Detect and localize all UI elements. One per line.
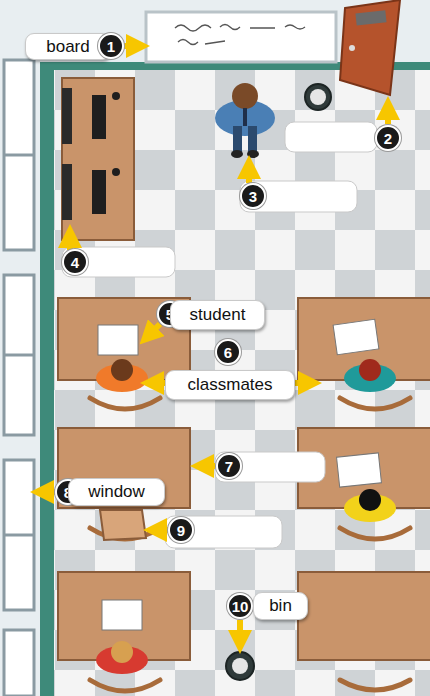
- pointer-arrows: [42, 46, 388, 642]
- answer-boxes: [62, 122, 377, 548]
- students: [96, 359, 396, 674]
- whiteboard: [146, 12, 336, 62]
- term-label: window: [68, 478, 165, 506]
- bin-drawing: [226, 652, 254, 680]
- board-writing: [175, 25, 305, 45]
- callout-number: 10: [227, 593, 253, 619]
- windows: [4, 60, 34, 696]
- bin-paper: [232, 658, 248, 674]
- door-window: [355, 10, 386, 25]
- empty-chair: [100, 510, 146, 540]
- bin-drawing: [305, 84, 331, 110]
- callout-number: 1: [98, 33, 124, 59]
- callout-number: 9: [168, 517, 194, 543]
- term-label: classmates: [165, 370, 295, 400]
- callout-number: 7: [216, 453, 242, 479]
- term-label: bin: [253, 592, 308, 620]
- desks: [58, 298, 430, 660]
- chairs: [90, 398, 410, 691]
- wall-trim: [40, 62, 54, 696]
- callout-number: 4: [62, 249, 88, 275]
- bin-paper: [310, 89, 326, 105]
- door: [340, 0, 400, 95]
- callout-number: 6: [215, 339, 241, 365]
- side-wall: [0, 0, 42, 696]
- books: [98, 319, 381, 630]
- teacher: [215, 83, 275, 158]
- callout-number: 2: [375, 125, 401, 151]
- computer-desk: [62, 78, 134, 240]
- door-handle: [349, 45, 355, 51]
- term-label: student: [170, 300, 265, 330]
- callout-number: 3: [240, 183, 266, 209]
